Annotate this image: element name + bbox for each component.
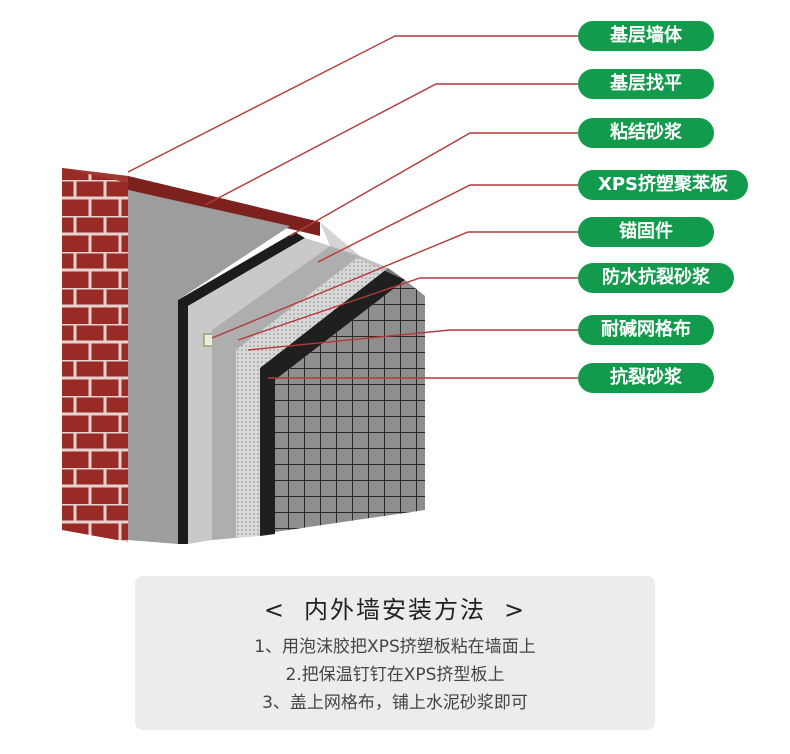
layer-label-alkali-mesh: 耐碱网格布 [578, 315, 714, 345]
method-step-3: 3、盖上网格布，铺上水泥砂浆即可 [262, 693, 528, 713]
method-step-1: 1、用泡沫胶把XPS挤塑板粘在墙面上 [254, 637, 536, 657]
leader-lines [127, 35, 578, 379]
layer-label-base-wall: 基层墙体 [578, 21, 714, 51]
crack-mortar-layer [260, 268, 405, 536]
xps-board-layer [188, 238, 330, 544]
method-title: 内外墙安装方法 [304, 596, 486, 624]
layer-label-xps-board: XPS挤塑聚苯板 [578, 170, 748, 200]
method-step-2: 2.把保温钉钉在XPS挤型板上 [285, 665, 505, 685]
alkali-mesh-layer [236, 256, 388, 538]
leader-line-2 [204, 83, 578, 206]
method-steps: 1、用泡沫胶把XPS挤塑板粘在墙面上 2.把保温钉钉在XPS挤型板上 3、盖上网… [135, 633, 655, 717]
installation-method-card: < 内外墙安装方法 > 1、用泡沫胶把XPS挤塑板粘在墙面上 2.把保温钉钉在XPS… [135, 576, 655, 730]
right-bracket: > [504, 596, 527, 624]
layer-label-adhesive-mortar: 粘结砂浆 [578, 118, 714, 148]
layer-label-waterproof-mortar: 防水抗裂砂浆 [578, 263, 734, 293]
left-bracket: < [263, 596, 286, 624]
layer-labels: 基层墙体 基层找平 粘结砂浆 XPS挤塑聚苯板 锚固件 防水抗裂砂浆 耐碱网格布… [578, 21, 748, 393]
brick-wall-layer [62, 168, 320, 542]
tile-grid-face [275, 280, 425, 532]
method-title-row: < 内外墙安装方法 > [135, 590, 655, 625]
leader-line-7 [247, 329, 578, 351]
top-edge [320, 222, 405, 280]
layer-label-leveling: 基层找平 [578, 69, 714, 99]
leader-line-1 [127, 35, 578, 173]
leader-line-3 [289, 132, 578, 237]
layer-label-anchor: 锚固件 [578, 217, 714, 247]
layer-label-crack-mortar: 抗裂砂浆 [578, 363, 714, 393]
waterproof-mortar-layer [212, 246, 360, 540]
wall-layers-diagram [62, 35, 578, 544]
leader-line-4 [317, 184, 578, 263]
leader-line-5 [211, 231, 578, 339]
leveling-layer [128, 190, 290, 544]
leader-line-6 [237, 277, 578, 341]
